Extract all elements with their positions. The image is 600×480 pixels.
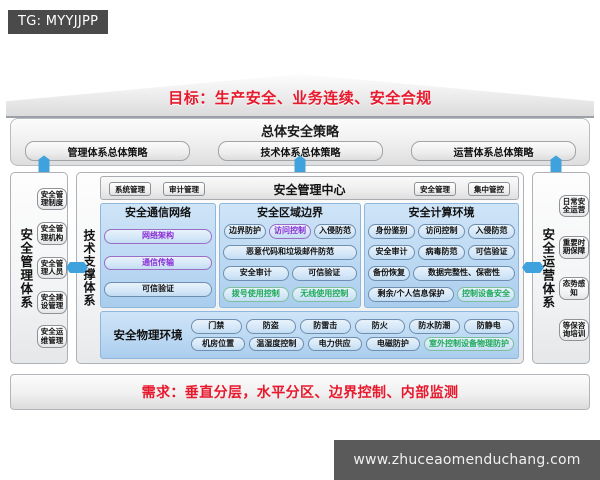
mc-chip-security-management[interactable]: 安全管理 xyxy=(414,182,456,196)
panel-physical-environment: 安全物理环境 门禁 防盗 防雷击 防火 防水防潮 防静电 机房位置 温湿度控制 … xyxy=(100,311,519,359)
management-item-3[interactable]: 安全建设管理 xyxy=(37,291,67,314)
boundary-item-wireless-usage-control[interactable]: 无线使用控制 xyxy=(291,287,357,302)
strategy-item-operation[interactable]: 运营体系总体策略 xyxy=(411,141,576,161)
panel-title-communication-network: 安全通信网络 xyxy=(125,206,191,219)
mc-chip-system-management[interactable]: 系统管理 xyxy=(109,182,151,196)
requirement-text: 需求：垂直分层，水平分区、边界控制、内部监测 xyxy=(141,385,459,401)
boundary-item-trusted-verification[interactable]: 可信验证 xyxy=(291,266,357,281)
physical-item-access-control[interactable]: 门禁 xyxy=(191,318,242,334)
panel-title-physical-environment: 安全物理环境 xyxy=(113,328,183,342)
goal-text: 目标：生产安全、业务连续、安全合规 xyxy=(168,89,432,107)
physical-item-electromagnetic-protection[interactable]: 电磁防护 xyxy=(365,336,420,352)
physical-item-temperature-humidity-control[interactable]: 温湿度控制 xyxy=(249,336,304,352)
management-item-0[interactable]: 安全管理制度 xyxy=(37,187,67,211)
panel-title-area-boundary: 安全区域边界 xyxy=(257,206,323,219)
physical-row-2: 机房位置 温湿度控制 电力供应 电磁防护 室外控制设备物理防护 xyxy=(191,336,514,352)
technical-panels-row: 安全通信网络 网络架构 通信传输 可信验证 安全区域边界 边界防护 访问控制 xyxy=(100,203,519,308)
watermark: www.zhuceaomenduchang.com xyxy=(334,440,600,480)
physical-item-antistatic[interactable]: 防静电 xyxy=(463,318,514,334)
operation-item-2[interactable]: 态势感知 xyxy=(559,277,589,301)
physical-item-anti-theft[interactable]: 防盗 xyxy=(245,318,296,334)
management-system-label: 安全管理体系 xyxy=(18,227,34,309)
physical-item-room-location[interactable]: 机房位置 xyxy=(191,336,246,352)
comm-item-communication-transfer[interactable]: 通信传输 xyxy=(104,255,212,271)
operation-system-label: 安全运营体系 xyxy=(540,227,556,309)
panel-communication-network: 安全通信网络 网络架构 通信传输 可信验证 xyxy=(100,203,216,308)
technical-system-label: 技术支撑体系 xyxy=(82,229,96,307)
technical-system-column: 技术支撑体系 系统管理 审计管理 安全管理中心 安全管理 集中管控 安全通信网络… xyxy=(76,172,524,364)
compute-item-residual-personal-info-protection[interactable]: 剩余/个人信息保护 xyxy=(368,287,454,302)
management-item-4[interactable]: 安全运维管理 xyxy=(37,325,67,349)
connector-arrow-tech-ops xyxy=(522,262,544,273)
boundary-item-malware-spam-prevention[interactable]: 恶意代码和垃圾邮件防范 xyxy=(223,245,357,260)
compute-item-security-audit[interactable]: 安全审计 xyxy=(368,245,415,260)
panel-title-computing-environment: 安全计算环境 xyxy=(408,206,475,219)
security-management-center: 系统管理 审计管理 安全管理中心 安全管理 集中管控 xyxy=(100,176,519,200)
comm-item-trusted-verification[interactable]: 可信验证 xyxy=(104,281,212,297)
roof-banner: 目标：生产安全、业务连续、安全合规 xyxy=(6,74,594,118)
overall-strategy-title: 总体安全策略 xyxy=(260,125,339,140)
physical-item-lightning-protection[interactable]: 防雷击 xyxy=(300,318,351,334)
boundary-item-intrusion-prevention[interactable]: 入侵防范 xyxy=(314,224,356,239)
panel-computing-environment: 安全计算环境 身份鉴别 访问控制 入侵防范 安全审计 病毒防范 可信验证 xyxy=(364,203,519,308)
operation-item-0[interactable]: 日常安全运营 xyxy=(559,194,589,218)
connector-arrow-mgmt-tech xyxy=(66,262,88,273)
tg-badge: TG: MYYJJPP xyxy=(8,10,109,34)
boundary-item-border-protection[interactable]: 边界防护 xyxy=(224,224,266,239)
management-system-items: 安全管理制度 安全管理机构 安全管理人员 安全建设管理 安全运维管理 xyxy=(35,173,69,363)
compute-item-access-control[interactable]: 访问控制 xyxy=(418,224,465,239)
panel-area-boundary: 安全区域边界 边界防护 访问控制 入侵防范 恶意代码和垃圾邮件防范 安全审计 可 xyxy=(219,203,361,308)
mc-chip-centralized-control[interactable]: 集中管控 xyxy=(468,182,510,196)
mc-chip-audit-management[interactable]: 审计管理 xyxy=(163,182,205,196)
compute-item-intrusion-prevention[interactable]: 入侵防范 xyxy=(468,224,515,239)
compute-item-backup-recovery[interactable]: 备份恢复 xyxy=(368,266,410,281)
management-system-column: 安全管理体系 安全管理制度 安全管理机构 安全管理人员 安全建设管理 安全运维管… xyxy=(10,172,68,364)
compute-item-identity-authentication[interactable]: 身份鉴别 xyxy=(368,224,415,239)
physical-item-waterproof-moistureproof[interactable]: 防水防潮 xyxy=(409,318,460,334)
physical-item-power-supply[interactable]: 电力供应 xyxy=(307,336,362,352)
compute-item-control-device-security[interactable]: 控制设备安全 xyxy=(457,287,515,302)
boundary-item-security-audit[interactable]: 安全审计 xyxy=(223,266,289,281)
strategy-item-management[interactable]: 管理体系总体策略 xyxy=(25,141,190,161)
operation-item-3[interactable]: 等保咨询培训 xyxy=(559,318,589,342)
management-item-2[interactable]: 安全管理人员 xyxy=(37,256,67,280)
compute-item-virus-prevention[interactable]: 病毒防范 xyxy=(418,245,465,260)
operation-item-1[interactable]: 重要时期保障 xyxy=(559,235,589,259)
operation-system-items: 日常安全运营 重要时期保障 态势感知 等保咨询培训 xyxy=(557,173,591,363)
boundary-item-access-control[interactable]: 访问控制 xyxy=(269,224,311,239)
overall-strategy-band: 总体安全策略 管理体系总体策略 技术体系总体策略 运营体系总体策略 xyxy=(10,118,590,166)
compute-item-trusted-verification[interactable]: 可信验证 xyxy=(468,245,515,260)
physical-item-outdoor-device-protection[interactable]: 室外控制设备物理防护 xyxy=(424,336,514,352)
boundary-item-dialup-usage-control[interactable]: 拨号使用控制 xyxy=(223,287,289,302)
physical-item-fire-protection[interactable]: 防火 xyxy=(354,318,405,334)
comm-item-network-architecture[interactable]: 网络架构 xyxy=(104,229,212,245)
management-item-1[interactable]: 安全管理机构 xyxy=(37,222,67,245)
compute-item-data-integrity-confidentiality[interactable]: 数据完整性、保密性 xyxy=(413,266,515,281)
physical-row-1: 门禁 防盗 防雷击 防火 防水防潮 防静电 xyxy=(191,318,514,334)
security-management-center-title: 安全管理中心 xyxy=(273,183,346,197)
requirement-band: 需求：垂直分层，水平分区、边界控制、内部监测 xyxy=(10,374,590,410)
